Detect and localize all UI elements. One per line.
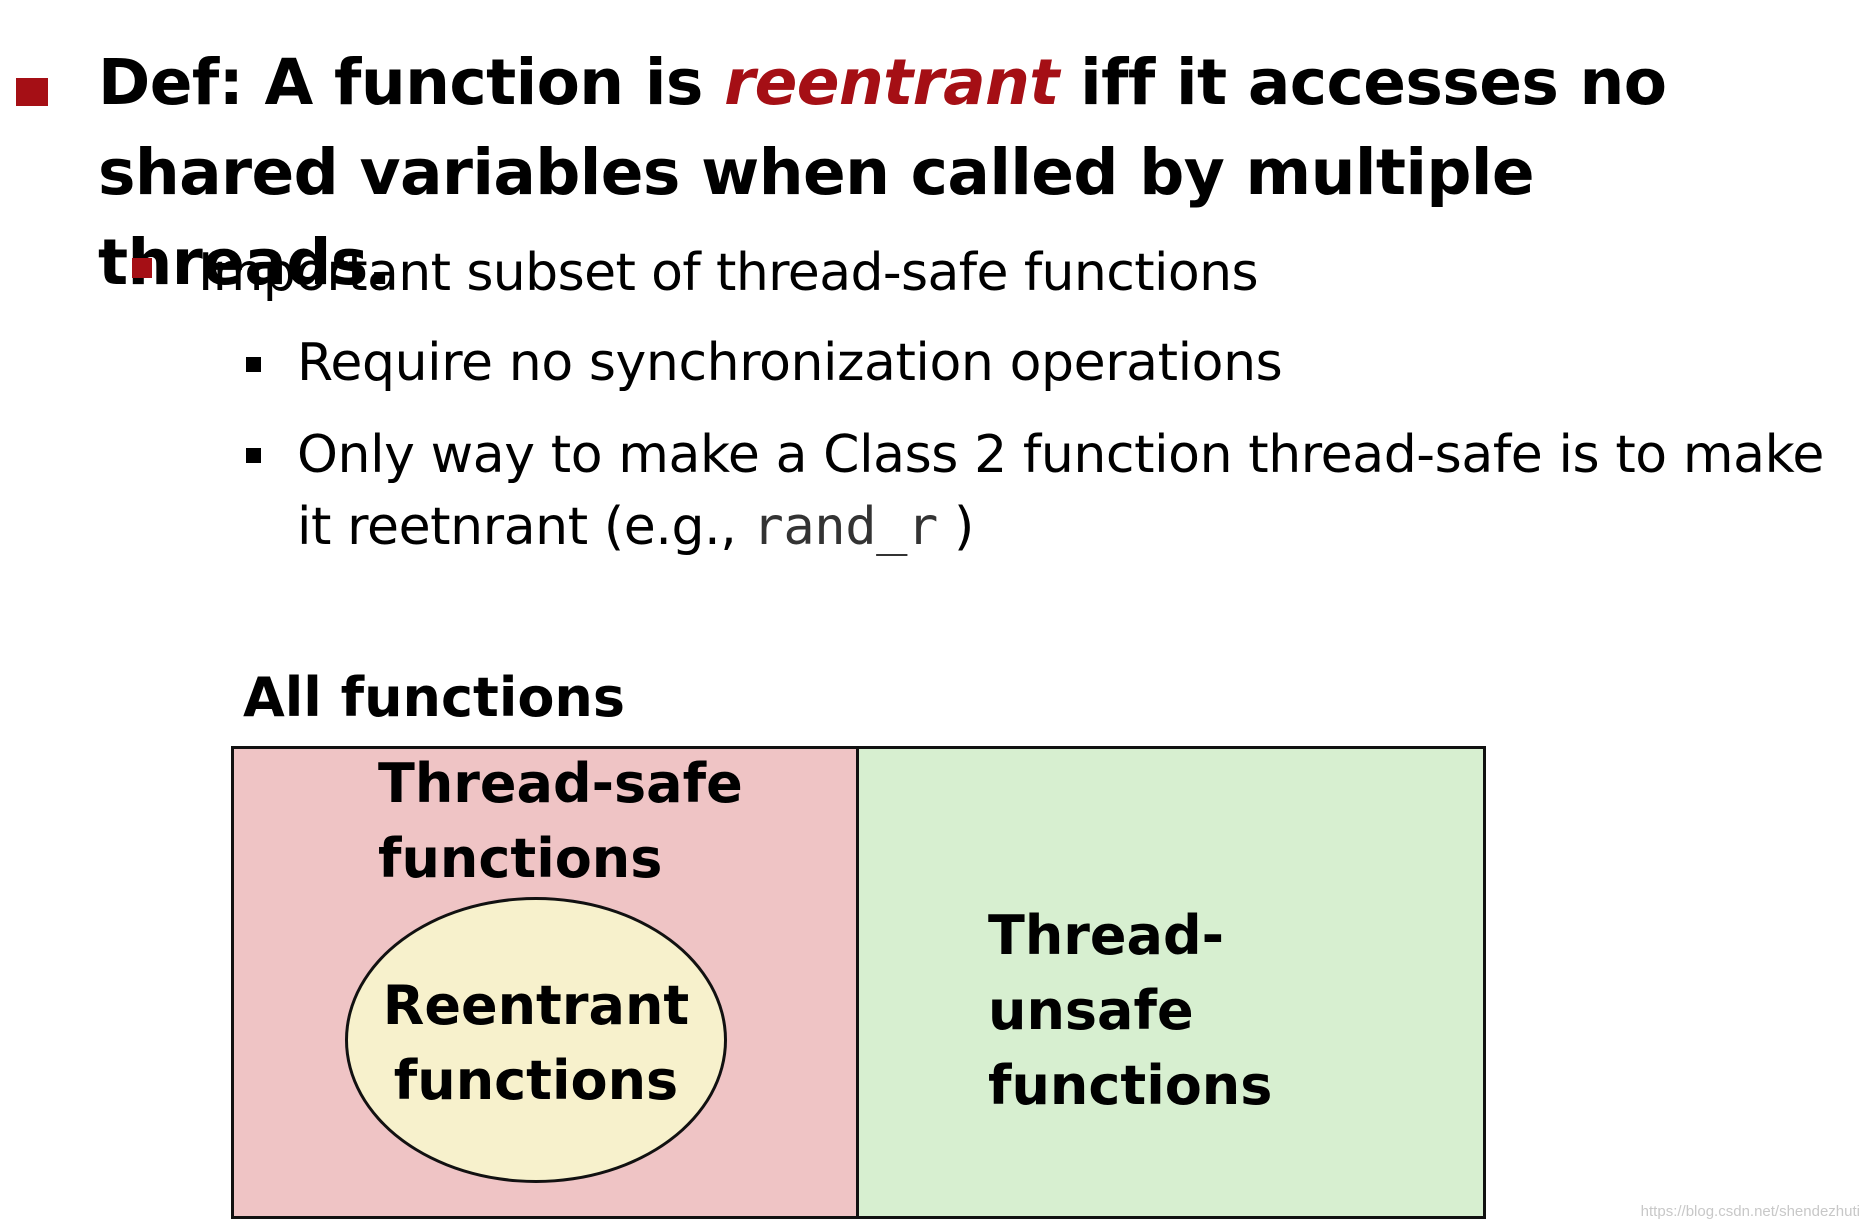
code-sample: rand_r [752, 497, 938, 557]
subpoint-text: Important subset of thread-safe function… [198, 243, 1259, 303]
all-functions-label: All functions [243, 666, 626, 729]
level1-bullet-square [16, 78, 48, 106]
thread-unsafe-region [856, 746, 1486, 1219]
detail-item: Only way to make a Class 2 function thre… [297, 419, 1857, 563]
thread-safe-label: Thread-safe functions [378, 752, 743, 890]
detail-close: ) [937, 497, 974, 557]
watermark: https://blog.csdn.net/shendezhuti [1640, 1203, 1860, 1220]
level2-bullet-square [132, 258, 152, 278]
thread-unsafe-label: Thread-unsafe functions [988, 904, 1273, 1117]
level3-bullet-square [246, 357, 261, 372]
detail-text: Only way to make a Class 2 function thre… [297, 425, 1825, 557]
reentrant-ellipse [345, 897, 727, 1183]
definition-term: reentrant [724, 46, 1059, 119]
definition-prefix: Def: A function is [98, 46, 725, 119]
reentrant-label: Reentrant functions [382, 974, 690, 1112]
detail-item: Require no synchronization operations [297, 333, 1283, 393]
level3-bullet-square [246, 448, 261, 463]
